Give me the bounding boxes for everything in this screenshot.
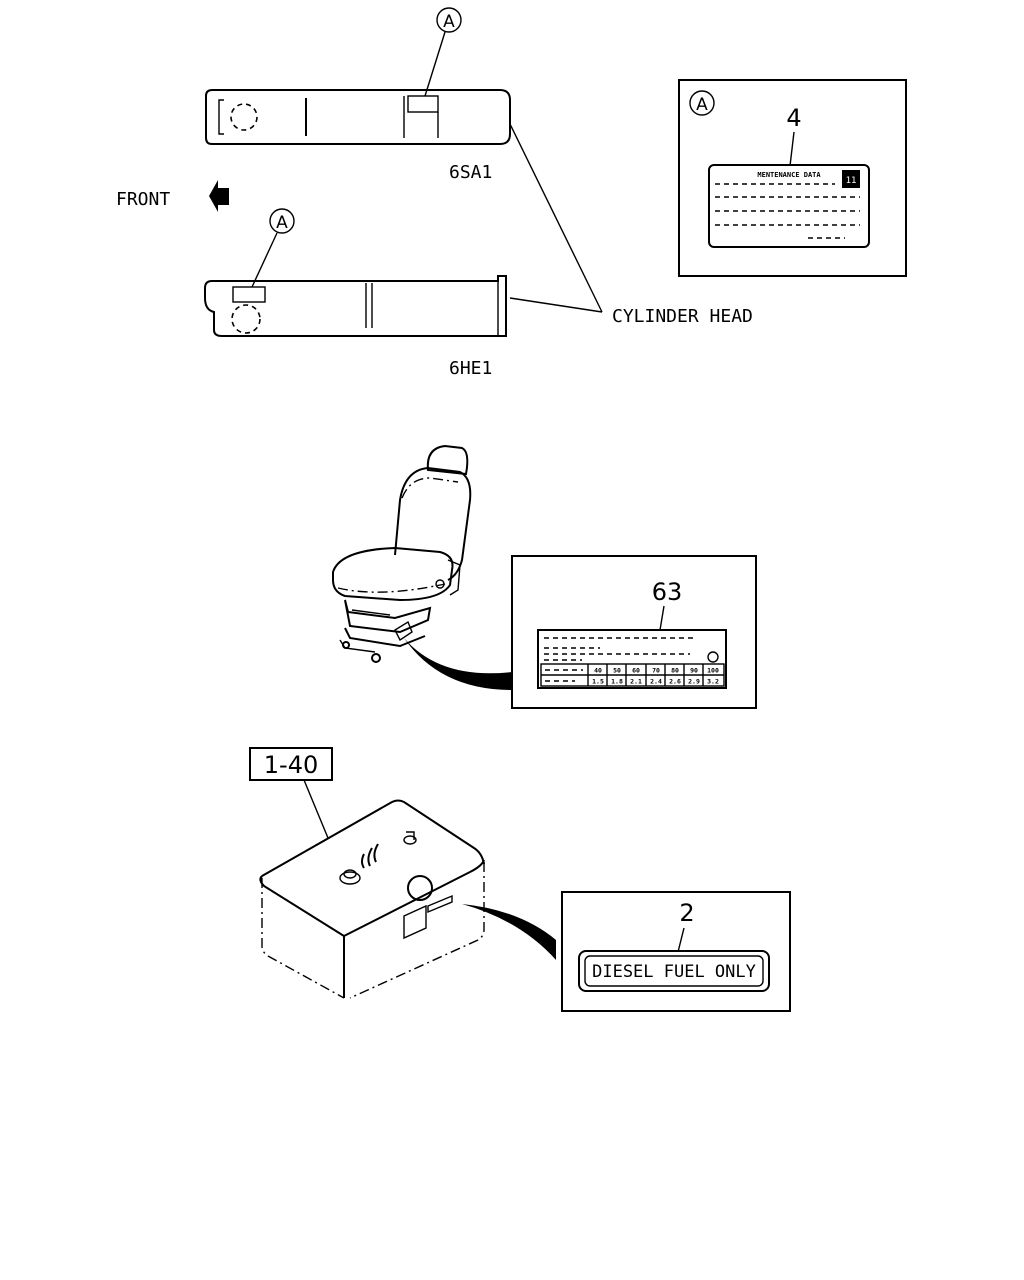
fuel-detail-box: 2 DIESEL FUEL ONLY (561, 891, 791, 1012)
fuel-tank-drawing (259, 799, 485, 999)
plate-badge: 11 (846, 176, 857, 186)
diesel-fuel-plate: DIESEL FUEL ONLY (578, 950, 770, 992)
detail-a-box: A 4 MENTENANCE DATA 11 (678, 79, 907, 277)
maintenance-data-plate: MENTENANCE DATA 11 (708, 164, 870, 248)
table-value-cell-3: 2.4 (650, 678, 662, 686)
ref-label: 1-40 (264, 751, 318, 779)
table-header-cell-6: 100 (707, 667, 719, 675)
seat-part-number: 63 (652, 578, 683, 606)
table-values-row: 1.5 1.8 2.1 2.4 2.6 2.9 3.2 (592, 678, 719, 686)
engine-6sa1: 6SA1 (205, 89, 511, 183)
callout-a-bottom-letter: A (276, 213, 288, 233)
table-value-cell-2: 2.1 (630, 678, 642, 686)
ref-label-box: 1-40 (249, 747, 333, 839)
fuel-label-text: DIESEL FUEL ONLY (592, 962, 756, 982)
fuel-pointer (462, 904, 556, 960)
table-header-cell-3: 70 (652, 667, 660, 675)
table-header-row: 40 50 60 70 80 90 100 (594, 667, 719, 675)
callout-a-top-letter: A (443, 12, 455, 32)
detail-a-part-number: 4 (786, 104, 801, 132)
front-arrow-icon (209, 180, 229, 212)
table-header-cell-1: 50 (613, 667, 621, 675)
weight-pressure-label: 40 50 60 70 80 90 100 1.5 1.8 2.1 2.4 2.6 2.9 3.2 (537, 629, 727, 689)
callout-a-top: A (424, 7, 462, 97)
detail-a-callout: A (696, 95, 708, 115)
table-header-cell-2: 60 (632, 667, 640, 675)
cylinder-head-label: CYLINDER HEAD (612, 306, 753, 327)
table-value-cell-0: 1.5 (592, 678, 604, 686)
front-label: FRONT (116, 189, 170, 210)
engine-model-6sa1: 6SA1 (449, 162, 492, 183)
table-value-cell-6: 3.2 (707, 678, 719, 686)
engine-6he1: 6HE1 (204, 275, 507, 379)
callout-a-bottom: A (251, 208, 295, 288)
table-value-cell-4: 2.6 (669, 678, 681, 686)
cylinder-head-callout: CYLINDER HEAD (509, 123, 753, 327)
fuel-tank-section: 1-40 2 (249, 747, 791, 1012)
table-header-cell-0: 40 (594, 667, 602, 675)
front-indicator: FRONT (116, 180, 229, 212)
plate-title: MENTENANCE DATA (757, 171, 821, 179)
seat-drawing (332, 444, 472, 663)
table-header-cell-5: 90 (690, 667, 698, 675)
table-header-cell-4: 80 (671, 667, 679, 675)
seat-section: 63 40 50 60 70 80 90 100 (332, 444, 757, 709)
fuel-part-number: 2 (679, 899, 694, 927)
table-value-cell-5: 2.9 (688, 678, 700, 686)
seat-detail-box: 63 40 50 60 70 80 90 100 (511, 555, 757, 709)
engine-section: A 6SA1 FRONT A (116, 7, 753, 379)
seat-pointer (404, 638, 512, 690)
table-value-cell-1: 1.8 (611, 678, 623, 686)
engine-model-6he1: 6HE1 (449, 358, 492, 379)
